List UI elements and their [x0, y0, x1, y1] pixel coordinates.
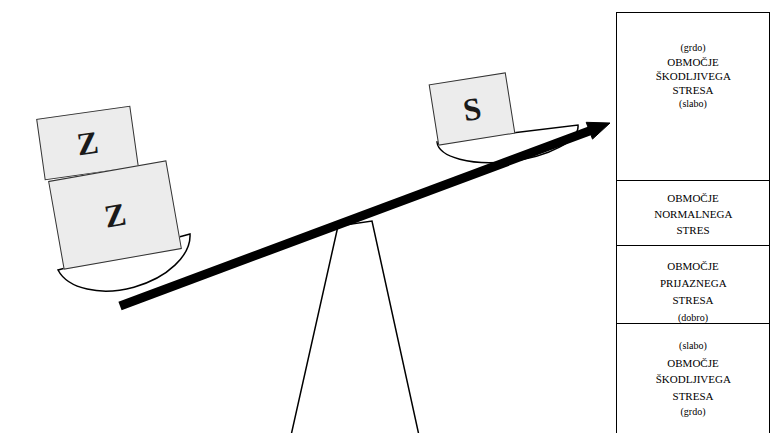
stress-zone-cell: OBMOČJE PRIJAZNEGA STRESA(dobro) [616, 245, 770, 331]
fulcrum [290, 221, 420, 433]
seesaw-beam [120, 130, 592, 306]
zone-label: OBMOČJE PRIJAZNEGA STRESA [660, 258, 726, 309]
zone-label: OBMOČJE NORMALNEGA STRES [654, 190, 732, 238]
stress-zone-cell: OBMOČJE NORMALNEGA STRES [616, 180, 770, 246]
weight-box: S [429, 72, 516, 145]
zone-label: (grdo) [681, 41, 706, 55]
weight-letter: Z [102, 197, 129, 232]
zone-label: (slabo) [679, 97, 707, 111]
stress-zone-cell: (grdo)OBMOČJE ŠKODLJIVEGA STRESA(slabo) [616, 12, 770, 181]
zone-label: (slabo) [679, 338, 707, 355]
stress-zone-cell: (slabo)OBMOČJE ŠKODLJIVEGA STRESA(grdo) [616, 323, 770, 433]
weight-letter: Z [75, 126, 101, 161]
weight-letter: S [461, 92, 484, 126]
zone-label: OBMOČJE ŠKODLJIVEGA STRESA [656, 355, 731, 405]
weight-box: Z [48, 160, 182, 269]
zone-label: OBMOČJE ŠKODLJIVEGA STRESA [656, 55, 731, 97]
zone-label: (grdo) [681, 404, 706, 421]
beam-arrowhead [586, 122, 610, 139]
